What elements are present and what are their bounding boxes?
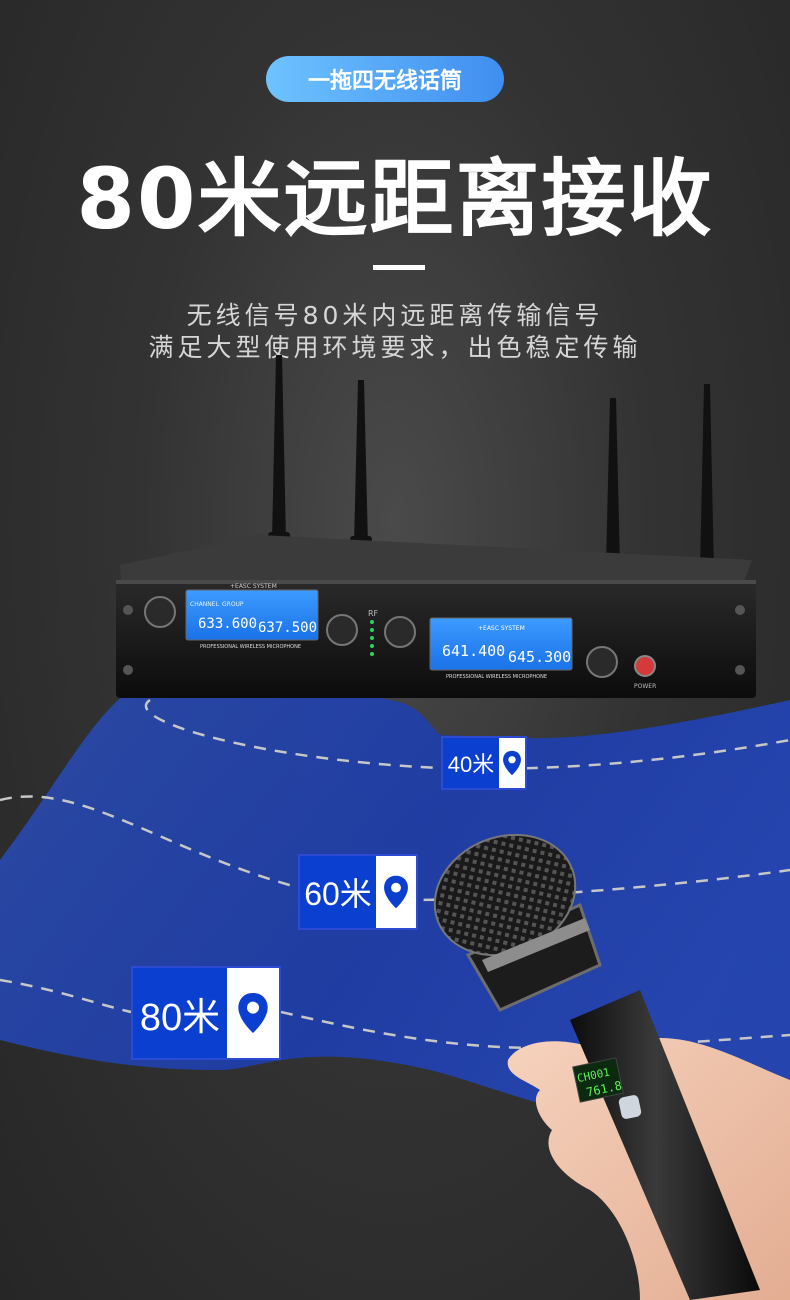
distance-marker-80: 80米 <box>131 966 281 1060</box>
svg-text:CHANNEL: CHANNEL <box>190 601 220 608</box>
distance-arc-60 <box>0 795 790 902</box>
receiver-unit: RF +EASC SYSTEM CHANNEL GROUP 633.600 63… <box>116 535 756 698</box>
distance-marker-60: 60米 <box>298 854 418 930</box>
subtitle-line-1: 无线信号80米内远距离传输信号 <box>186 301 604 330</box>
rf-leds <box>370 620 374 656</box>
volume-knob-d <box>586 646 618 678</box>
divider <box>373 265 425 270</box>
volume-knob-c <box>384 616 416 648</box>
subtitle-line-2: 满足大型使用环境要求，出色稳定传输 <box>148 333 642 362</box>
headline: 80米远距离接收 <box>76 150 714 248</box>
svg-text:PROFESSIONAL WIRELESS MICROPHO: PROFESSIONAL WIRELESS MICROPHONE <box>446 674 547 680</box>
distance-arc-40 <box>144 698 790 770</box>
location-pin-icon <box>499 738 525 788</box>
microphone: CH001 761.8 <box>433 833 760 1300</box>
svg-text:GROUP: GROUP <box>222 601 244 608</box>
location-pin-icon <box>227 968 279 1058</box>
svg-text:633.600: 633.600 <box>198 616 257 632</box>
volume-knob-b <box>326 614 358 646</box>
svg-text:645.300: 645.300 <box>508 648 571 666</box>
lcd-display-left <box>185 589 319 641</box>
lcd-display-right <box>429 617 573 671</box>
volume-knob-a <box>144 596 176 628</box>
distance-marker-40: 40米 <box>441 736 527 790</box>
svg-text:+EASC SYSTEM: +EASC SYSTEM <box>478 625 525 632</box>
svg-text:641.400: 641.400 <box>442 642 505 660</box>
svg-text:+EASC SYSTEM: +EASC SYSTEM <box>230 583 277 590</box>
svg-text:POWER: POWER <box>634 683 656 690</box>
svg-text:PROFESSIONAL WIRELESS MICROPHO: PROFESSIONAL WIRELESS MICROPHONE <box>200 644 301 650</box>
rf-label: RF <box>368 609 379 618</box>
svg-text:637.500: 637.500 <box>258 620 317 636</box>
mic-lcd <box>572 1057 624 1103</box>
power-icon <box>634 655 656 677</box>
badge: 一拖四无线话筒 <box>266 56 504 102</box>
mic-power-button <box>618 1095 642 1119</box>
location-pin-icon <box>376 856 416 928</box>
